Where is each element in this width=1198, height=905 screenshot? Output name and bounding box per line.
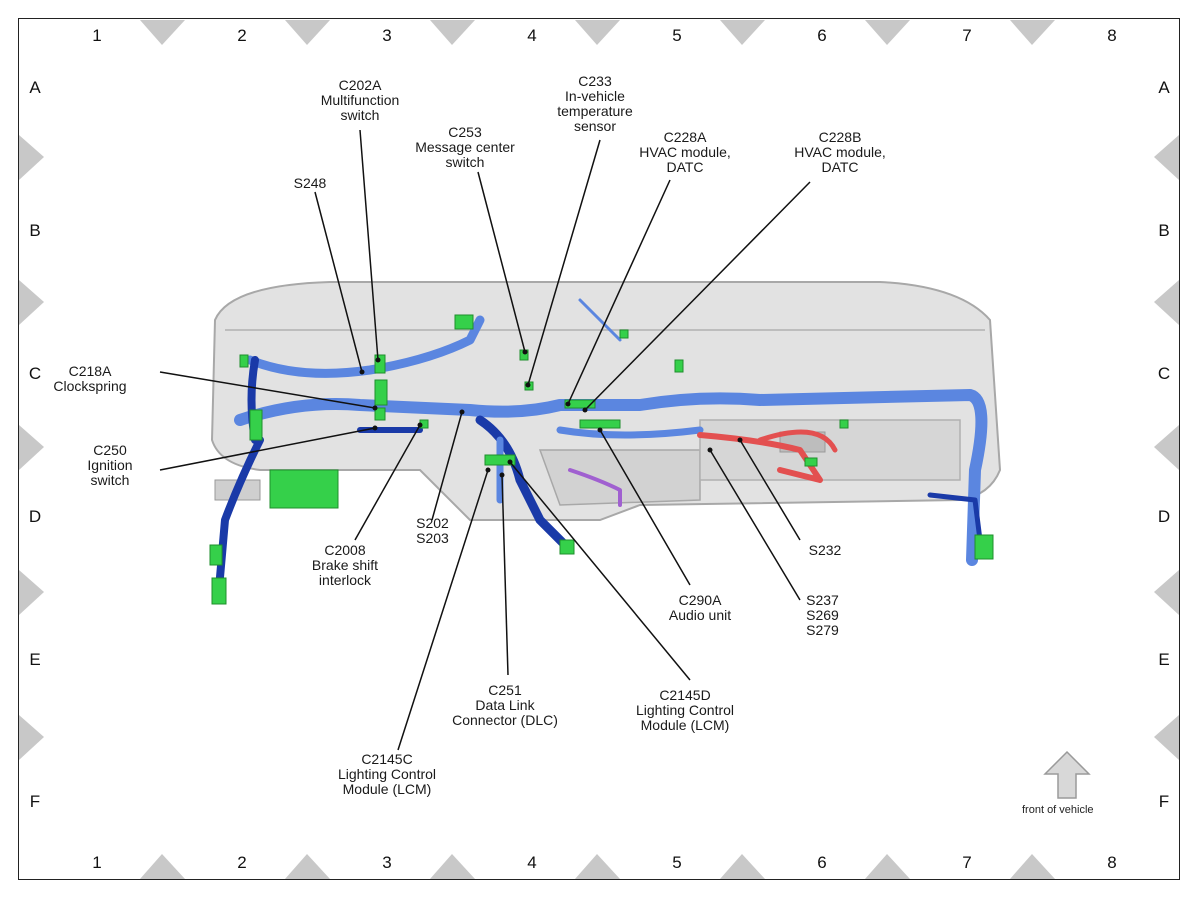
label-c233: C233 In-vehicle temperature sensor — [557, 73, 633, 134]
grid-row-d-right: D — [1157, 507, 1171, 526]
grid-col-8-bottom: 8 — [1107, 853, 1117, 872]
label-c251: C251 Data Link Connector (DLC) — [452, 682, 558, 728]
grid-col-3-bottom: 3 — [382, 853, 392, 872]
label-c2145c: C2145C Lighting Control Module (LCM) — [337, 751, 437, 797]
grid-col-1-top: 1 — [92, 26, 102, 45]
grid-markers — [19, 20, 1179, 879]
grid-row-f-left: F — [29, 792, 41, 811]
label-c2008: C2008 Brake shift interlock — [311, 542, 379, 588]
grid-row-a-left: A — [29, 78, 41, 97]
label-c290a: C290A Audio unit — [668, 592, 732, 623]
connectors — [209, 314, 994, 605]
grid-col-1-bottom: 1 — [92, 853, 102, 872]
grid-col-7-bottom: 7 — [962, 853, 972, 872]
grid-col-3-top: 3 — [382, 26, 392, 45]
label-c253: C253 Message center switch — [415, 124, 515, 170]
grid-row-b-left: B — [29, 221, 41, 240]
label-c228a: C228A HVAC module, DATC — [639, 129, 731, 175]
grid-row-c-left: C — [28, 364, 42, 383]
wire-harness-main — [214, 298, 988, 604]
grid-col-5-top: 5 — [672, 26, 682, 45]
grid-col-2-top: 2 — [237, 26, 247, 45]
grid-col-6-bottom: 6 — [817, 853, 827, 872]
leader-arrows — [359, 349, 743, 478]
front-of-vehicle-label: front of vehicle — [1022, 804, 1094, 816]
grid-col-2-bottom: 2 — [237, 853, 247, 872]
label-c250: C250 Ignition switch — [87, 442, 133, 488]
label-s248: S248 — [293, 175, 327, 191]
grid-col-4-top: 4 — [527, 26, 537, 45]
grid-row-b-right: B — [1158, 221, 1170, 240]
label-s202-s203: S202 S203 — [416, 515, 449, 546]
grid-row-c-right: C — [1157, 364, 1171, 383]
leader-lines — [159, 129, 811, 751]
label-c202a: C202A Multifunction switch — [320, 77, 400, 123]
grid-col-7-top: 7 — [962, 26, 972, 45]
grid-col-6-top: 6 — [817, 26, 827, 45]
grid-row-a-right: A — [1158, 78, 1170, 97]
grid-col-4-bottom: 4 — [527, 853, 537, 872]
grid-col-8-top: 8 — [1107, 26, 1117, 45]
label-s232: S232 — [808, 542, 842, 558]
label-c2145d: C2145D Lighting Control Module (LCM) — [635, 687, 735, 733]
label-s237-s269-s279: S237 S269 S279 — [806, 592, 839, 638]
grid-row-d-left: D — [28, 507, 42, 526]
grid-row-e-right: E — [1158, 650, 1170, 669]
grid-row-f-right: F — [1158, 792, 1170, 811]
grid-row-e-left: E — [29, 650, 41, 669]
front-arrow-icon — [1043, 750, 1091, 799]
label-c228b: C228B HVAC module, DATC — [794, 129, 886, 175]
label-c218a: C218A Clockspring — [53, 363, 127, 394]
grid-col-5-bottom: 5 — [672, 853, 682, 872]
